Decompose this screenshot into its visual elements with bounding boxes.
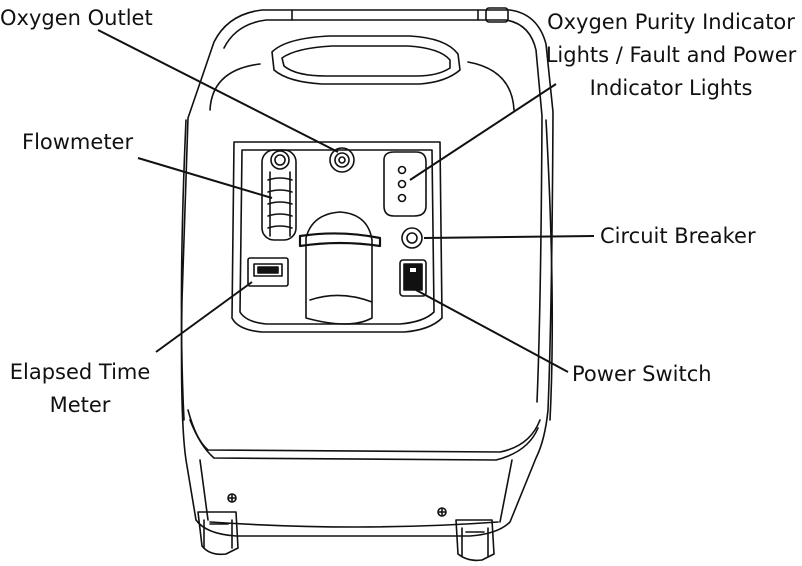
leader-power-switch (415, 289, 569, 373)
leader-oxygen-outlet (97, 29, 339, 153)
elapsed-time-meter (247, 257, 289, 287)
indicator-housing (383, 151, 427, 217)
leader-indicator-lights (409, 83, 557, 181)
leader-lines (97, 29, 595, 373)
top-latch (485, 7, 509, 23)
label-flowmeter: Flowmeter (22, 130, 134, 154)
handle (271, 35, 461, 85)
body-inner-outline (223, 19, 543, 403)
flowmeter-knob (270, 150, 290, 170)
control-panel (231, 141, 443, 333)
caster-right (455, 519, 495, 562)
body-outline (180, 9, 554, 537)
humidifier-recess (305, 211, 373, 325)
power-switch-housing (399, 259, 427, 297)
circuit-breaker-button (401, 227, 423, 249)
oxygen-outlet-fitting (329, 147, 355, 173)
lower-panel (187, 409, 541, 453)
leader-elapsed-time (155, 281, 253, 353)
power-switch-rocker (403, 263, 423, 291)
screw-left (227, 493, 237, 503)
leader-flowmeter (137, 157, 273, 199)
top-seam (291, 9, 479, 21)
label-power-switch: Power Switch (572, 362, 712, 386)
screw-right (437, 507, 447, 517)
label-elapsed-time-meter: Elapsed Time Meter (9, 360, 151, 417)
leader-circuit-breaker (423, 235, 595, 239)
label-oxygen-outlet: Oxygen Outlet (0, 6, 153, 30)
caster-left (197, 511, 239, 556)
label-oxygen-purity-indicator: Oxygen Purity Indicator Lights / Fault a… (545, 10, 797, 100)
label-circuit-breaker: Circuit Breaker (600, 224, 756, 248)
